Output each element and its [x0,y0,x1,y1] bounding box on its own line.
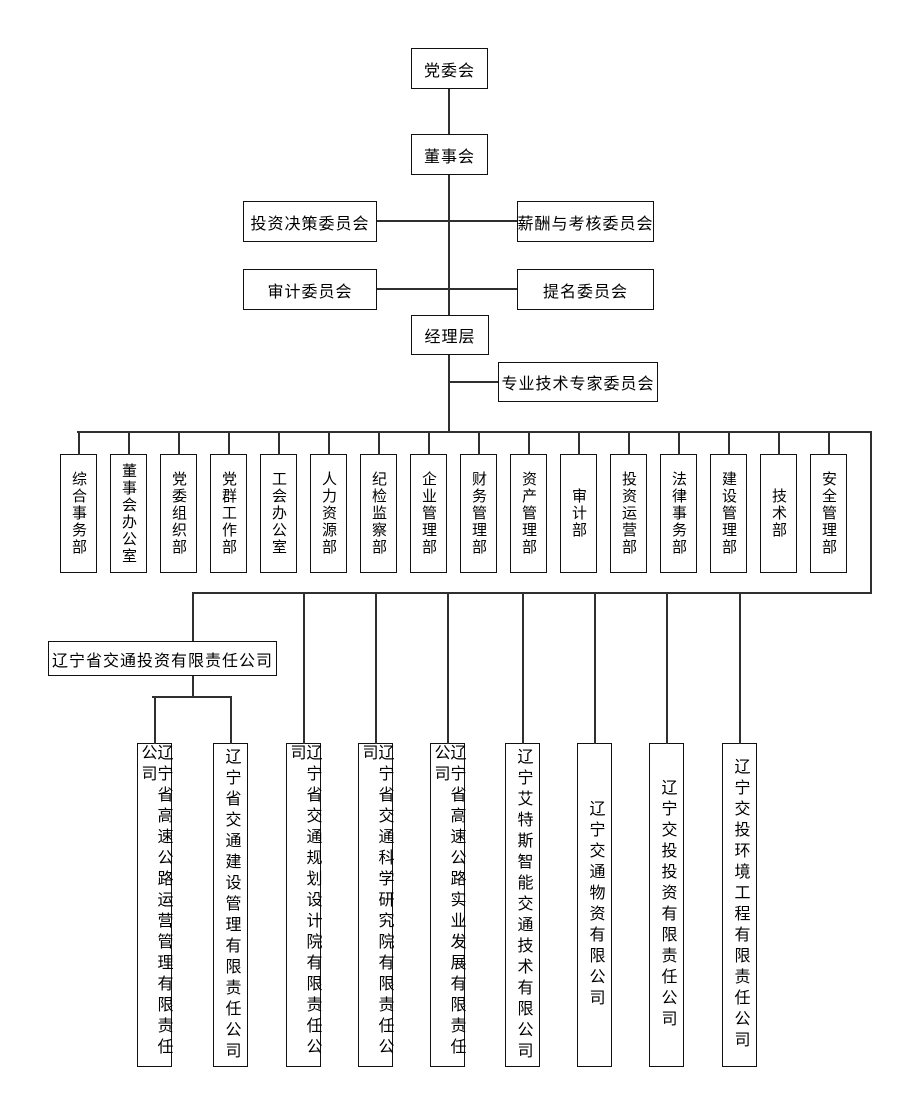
subsidiary-box: 辽宁省交通建设管理有限责任公司 [213,696,248,1067]
department-label: 纪检监察部 [370,471,387,556]
department-label: 党委组织部 [170,471,187,556]
subsidiary-box: 辽宁交投投资有限责任公司 [649,592,684,1067]
connector-right-down [870,431,872,593]
management-label: 经理层 [424,329,476,346]
department-label: 资产管理部 [520,471,537,556]
department-label: 审计部 [570,488,587,539]
board-box: 董事会 [411,134,488,175]
subsidiary-box: 辽宁省高速公路运营管理有限责任公司 [137,696,172,1067]
subsidiary-box: 辽宁交投环境工程有限责任公司 [722,592,757,1067]
holding-company-box: 辽宁省交通投资有限责任公司 [48,641,277,676]
committee-label: 提名委员会 [542,283,628,301]
connector-holding-tee [152,696,232,698]
subsidiary-label: 辽宁省交通科学研究院有限责任公司 [359,744,393,1059]
department-label: 工会办公室 [270,471,287,556]
department-box: 法律事务部 [660,431,697,573]
subsidiary-box: 辽宁交通物资有限公司 [577,592,612,1067]
subsidiary-label: 辽宁交投环境工程有限责任公司 [731,758,749,1052]
committee-label: 薪酬与考核委员会 [517,215,654,233]
expert-committee-label: 专业技术专家委员会 [501,376,655,393]
party-committee-label: 党委会 [423,62,475,80]
department-box: 技术部 [760,431,797,573]
subsidiary-label: 辽宁省高速公路运营管理有限责任公司 [138,744,172,1059]
party-committee-box: 党委会 [411,48,488,89]
department-label: 董事会办公室 [120,462,137,565]
subsidiary-label: 辽宁艾特斯智能交通技术有限公司 [514,747,532,1063]
connector-subsidiaries-bus [192,592,872,594]
committee-box-nomination: 提名委员会 [517,269,654,310]
department-label: 技术部 [770,488,787,539]
department-label: 人力资源部 [320,471,337,556]
connector-departments-bus [77,431,872,433]
department-box: 建设管理部 [710,431,747,573]
committee-box-compensation-assessment: 薪酬与考核委员会 [517,201,654,242]
subsidiary-label: 辽宁省交通建设管理有限责任公司 [222,747,240,1063]
connector-expert-branch [448,381,498,383]
expert-committee-box: 专业技术专家委员会 [498,362,658,402]
department-label: 建设管理部 [720,471,737,556]
subsidiary-box: 辽宁艾特斯智能交通技术有限公司 [505,592,540,1067]
subsidiary-label: 辽宁交投投资有限责任公司 [658,779,676,1031]
department-box: 安全管理部 [810,431,847,573]
department-box: 党群工作部 [210,431,247,573]
management-box: 经理层 [411,315,489,355]
subsidiary-label: 辽宁交通物资有限公司 [586,800,604,1010]
department-box: 纪检监察部 [360,431,397,573]
department-box: 综合事务部 [60,431,97,573]
connector-holding-down [192,676,194,698]
connector-holding-drop [192,592,194,641]
department-box: 企业管理部 [410,431,447,573]
department-label: 安全管理部 [820,471,837,556]
holding-company-label: 辽宁省交通投资有限责任公司 [51,652,273,670]
department-box: 党委组织部 [160,431,197,573]
department-label: 投资运营部 [620,471,637,556]
department-box: 财务管理部 [460,431,497,573]
subsidiary-box: 辽宁省交通科学研究院有限责任公司 [358,592,393,1067]
department-box: 人力资源部 [310,431,347,573]
department-label: 法律事务部 [670,471,687,556]
connector-management-departments [448,353,450,433]
department-box: 资产管理部 [510,431,547,573]
board-label: 董事会 [423,148,475,166]
department-label: 财务管理部 [470,471,487,556]
committee-label: 投资决策委员会 [250,215,370,233]
department-box: 董事会办公室 [110,431,147,573]
subsidiary-label: 辽宁省交通规划设计院有限责任公司 [287,744,321,1059]
committee-label: 审计委员会 [267,283,353,301]
department-label: 综合事务部 [70,471,87,556]
department-label: 党群工作部 [220,471,237,556]
department-box: 工会办公室 [260,431,297,573]
departments-row: 综合事务部 董事会办公室 党委组织部 党群工作部 工会办公室 人力资源部 纪检监… [60,431,847,573]
subsidiary-label: 辽宁省高速公路实业发展有限责任公司 [431,744,465,1059]
committee-box-audit: 审计委员会 [243,269,377,310]
subsidiary-box: 辽宁省交通规划设计院有限责任公司 [286,592,321,1067]
department-box: 审计部 [560,431,597,573]
subsidiary-box: 辽宁省高速公路实业发展有限责任公司 [430,592,465,1067]
connector-board-management [448,175,450,315]
committee-box-investment-decision: 投资决策委员会 [243,201,377,242]
connector-party-board [448,89,450,134]
department-box: 投资运营部 [610,431,647,573]
connector-committees-row1 [377,220,517,222]
connector-committees-row2 [377,288,517,290]
department-label: 企业管理部 [420,471,437,556]
